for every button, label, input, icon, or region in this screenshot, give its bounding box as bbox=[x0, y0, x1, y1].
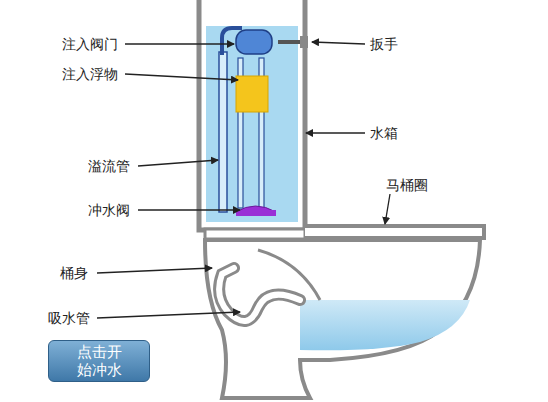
leader-line bbox=[125, 74, 238, 80]
leader-line bbox=[138, 160, 218, 166]
button-text: 点击开 始冲水 bbox=[69, 343, 129, 379]
leader-line bbox=[97, 268, 212, 273]
leader-line bbox=[138, 209, 240, 210]
siphon-pipe bbox=[219, 268, 300, 321]
leader-lines bbox=[97, 42, 390, 318]
leader-line bbox=[125, 43, 234, 44]
toilet-seat bbox=[305, 226, 484, 238]
part-label: 溢流管 bbox=[88, 157, 130, 175]
leader-line bbox=[312, 42, 365, 44]
handle-arm bbox=[278, 40, 302, 44]
leader-line bbox=[306, 132, 365, 133]
part-label: 桶身 bbox=[60, 264, 88, 282]
tank-base bbox=[205, 229, 305, 239]
part-label: 吸水管 bbox=[48, 309, 90, 327]
fill-valve bbox=[236, 30, 272, 54]
bowl-water bbox=[300, 300, 470, 350]
bowl-rim bbox=[258, 250, 320, 300]
overflow-pipe bbox=[219, 52, 227, 212]
part-label: 注入浮物 bbox=[62, 65, 118, 83]
tank-wall bbox=[199, 0, 305, 230]
part-label: 水箱 bbox=[370, 124, 398, 142]
action-button: 点击开 始冲水 bbox=[48, 340, 150, 382]
bowl-body bbox=[205, 240, 480, 398]
part-label: 扳手 bbox=[370, 35, 398, 53]
part-label: 马桶圈 bbox=[386, 176, 428, 194]
float bbox=[236, 76, 268, 112]
leader-line bbox=[385, 194, 390, 224]
tank-water bbox=[206, 26, 298, 222]
flush-valve bbox=[236, 210, 276, 216]
part-label: 注入阀门 bbox=[62, 35, 118, 53]
siphon-pipe bbox=[219, 268, 300, 321]
handle bbox=[300, 36, 308, 48]
part-label: 冲水阀 bbox=[88, 201, 130, 219]
leader-line bbox=[97, 312, 240, 318]
